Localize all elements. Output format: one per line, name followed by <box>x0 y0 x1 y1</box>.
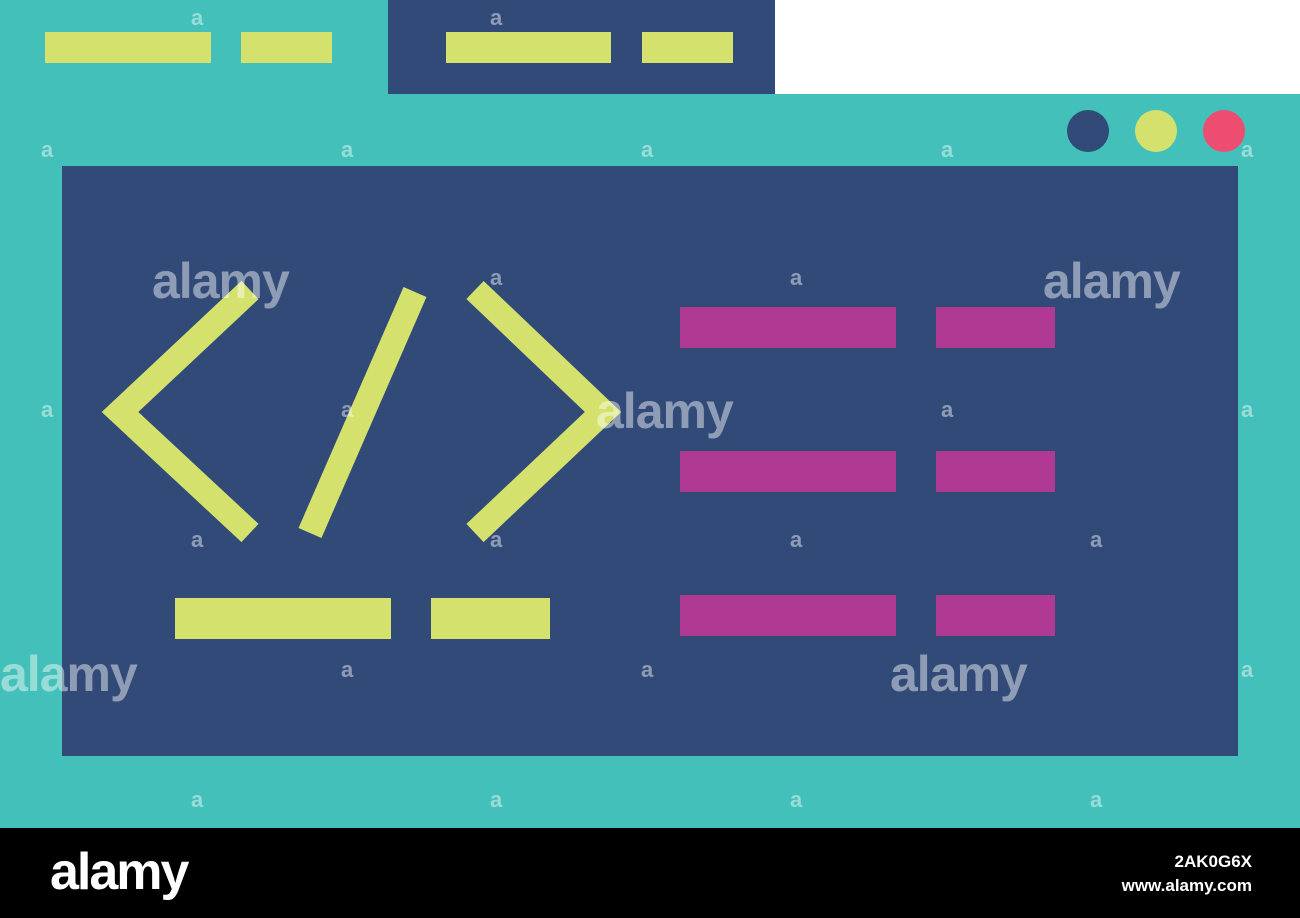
footer-image-id: 2AK0G6X <box>1174 852 1252 871</box>
watermark-mark: a <box>641 657 653 682</box>
slash <box>298 287 427 538</box>
lime-code-bar-short <box>431 598 550 639</box>
watermark-mark: a <box>1090 787 1102 812</box>
watermark-mark: a <box>1090 527 1102 552</box>
tab-1-subtitle-bar <box>241 32 332 63</box>
watermark-mark: a <box>41 137 53 162</box>
tab-2-subtitle-bar <box>642 32 733 63</box>
footer-site: www.alamy.com <box>1121 876 1252 895</box>
footer-id-block: 2AK0G6X www.alamy.com <box>1122 850 1252 898</box>
watermark-mark: a <box>191 787 203 812</box>
magenta-line-2-long <box>680 451 896 492</box>
lime-dot[interactable] <box>1135 110 1177 152</box>
watermark-mark: a <box>490 5 502 30</box>
watermark-text: alamy <box>0 646 138 702</box>
watermark-text: alamy <box>596 383 734 439</box>
watermark-mark: a <box>490 265 502 290</box>
watermark-mark: a <box>941 397 953 422</box>
footer-logo: alamy <box>50 843 189 901</box>
watermark-mark: a <box>341 657 353 682</box>
watermark-mark: a <box>191 5 203 30</box>
magenta-line-1-long <box>680 307 896 348</box>
watermark-mark: a <box>41 397 53 422</box>
tab-1[interactable] <box>0 0 388 94</box>
tab-2-title-bar <box>446 32 611 63</box>
lime-code-bar-long <box>175 598 391 639</box>
tab-2[interactable] <box>388 0 775 94</box>
watermark-mark: a <box>341 397 353 422</box>
watermark-mark: a <box>341 137 353 162</box>
navy-dot[interactable] <box>1067 110 1109 152</box>
watermark-mark: a <box>1241 397 1253 422</box>
tab-1-title-bar <box>45 32 211 63</box>
magenta-line-2-short <box>936 451 1055 492</box>
watermark-mark: a <box>490 787 502 812</box>
watermark-mark: a <box>1241 657 1253 682</box>
watermark-mark: a <box>191 527 203 552</box>
pink-dot[interactable] <box>1203 110 1245 152</box>
watermark-mark: a <box>790 265 802 290</box>
left-angle-bracket <box>101 280 259 543</box>
watermark-text: alamy <box>890 646 1028 702</box>
footer-bar: alamy 2AK0G6X www.alamy.com <box>0 828 1300 918</box>
watermark-text: alamy <box>152 253 290 309</box>
watermark-mark: a <box>790 787 802 812</box>
watermark-text: alamy <box>1043 253 1181 309</box>
watermark-mark: a <box>1241 137 1253 162</box>
magenta-line-3-short <box>936 595 1055 636</box>
magenta-line-3-long <box>680 595 896 636</box>
watermark-mark: a <box>790 527 802 552</box>
watermark-mark: a <box>490 527 502 552</box>
right-angle-bracket <box>466 280 622 543</box>
magenta-line-1-short <box>936 307 1055 348</box>
watermark-mark: a <box>641 137 653 162</box>
watermark-mark: a <box>941 137 953 162</box>
